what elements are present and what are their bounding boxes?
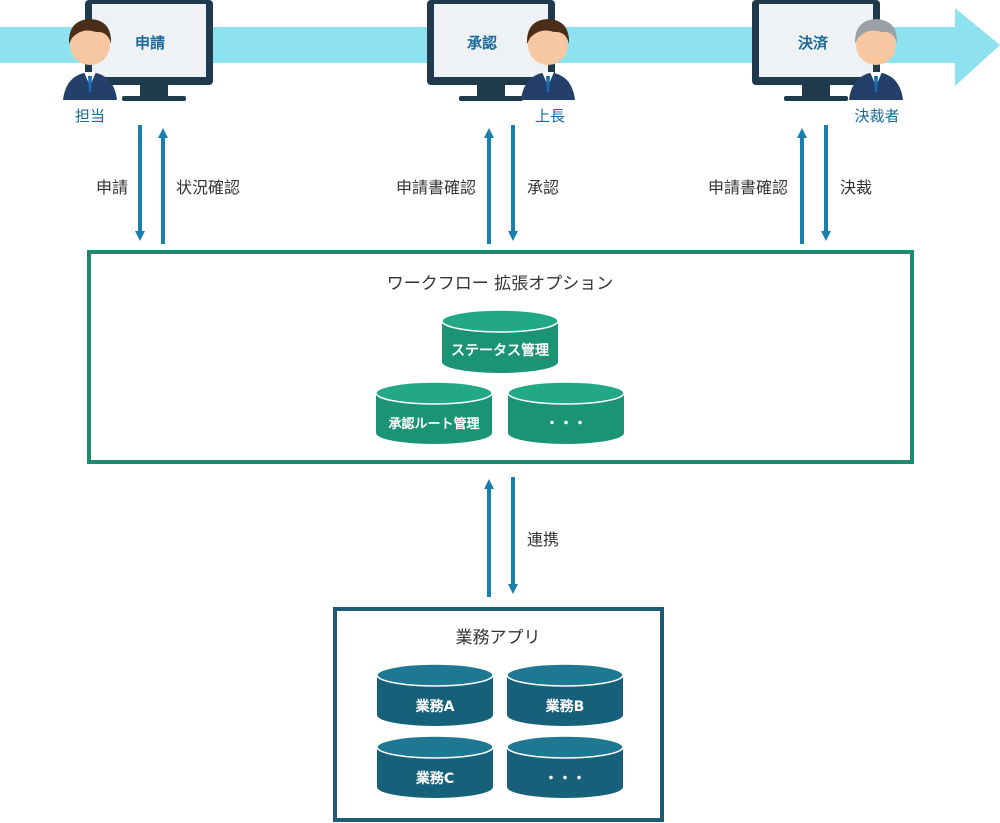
- db-workflow-more: ・・・: [507, 381, 625, 444]
- person-kessaisha-icon: [849, 19, 903, 100]
- db-app-more-label: ・・・: [544, 771, 586, 787]
- role-label-joucho: 上長: [535, 107, 565, 125]
- db-status-label: ステータス管理: [451, 342, 549, 359]
- db-app-a: 業務A: [376, 663, 494, 726]
- label-decide: 決裁: [840, 178, 872, 197]
- db-route: 承認ルート管理: [375, 381, 493, 444]
- label-check2: 申請書確認: [708, 178, 788, 197]
- monitor-kessai: 決済: [752, 0, 880, 101]
- apps-title: 業務アプリ: [456, 628, 541, 648]
- db-app-a-label: 業務A: [415, 698, 455, 715]
- db-workflow-more-label: ・・・: [545, 416, 587, 432]
- workflow-title: ワークフロー 拡張オプション: [387, 274, 613, 294]
- db-route-label: 承認ルート管理: [388, 416, 479, 432]
- person-tanto-icon: [63, 19, 117, 100]
- screen-label-shinsei: 申請: [135, 34, 165, 52]
- label-check1: 申請書確認: [396, 178, 476, 197]
- db-app-more: ・・・: [506, 735, 624, 798]
- db-app-c-label: 業務C: [415, 770, 454, 787]
- person-joucho-icon: [521, 19, 575, 100]
- db-app-b-label: 業務B: [545, 698, 585, 715]
- db-status: ステータス管理: [441, 309, 559, 373]
- role-label-tanto: 担当: [75, 107, 105, 125]
- db-app-b: 業務B: [506, 663, 624, 726]
- label-shinsei: 申請: [96, 178, 128, 197]
- screen-label-kessai: 決済: [798, 34, 829, 52]
- label-status: 状況確認: [176, 178, 240, 197]
- screen-label-shonin: 承認: [467, 34, 497, 52]
- label-link: 連携: [527, 530, 559, 549]
- db-app-c: 業務C: [376, 735, 494, 798]
- label-approve: 承認: [527, 178, 559, 197]
- role-label-kessaisha: 決裁者: [854, 107, 899, 125]
